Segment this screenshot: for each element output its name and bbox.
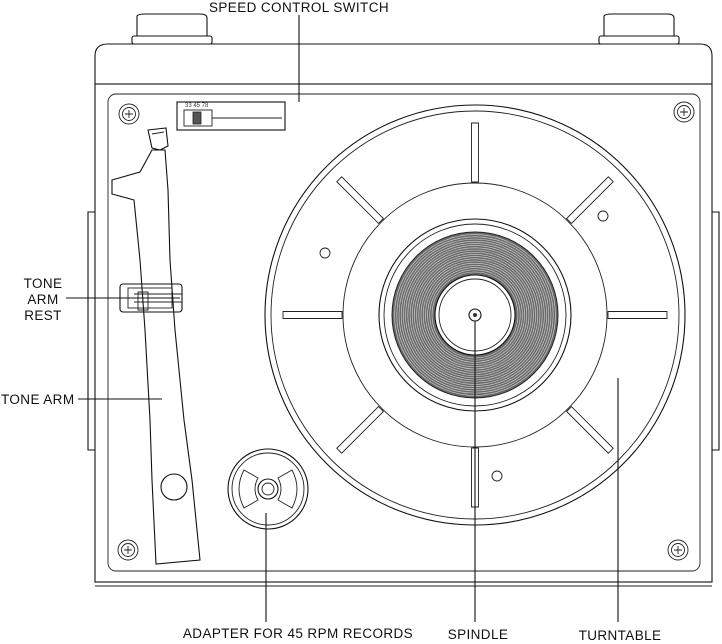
top-left-foot: [131, 13, 213, 45]
screw-icon: [117, 539, 139, 561]
screw-icon: [673, 101, 695, 123]
leader-lines: [66, 15, 619, 622]
label-tone-arm-rest-3: REST: [24, 308, 62, 323]
screw-icon: [118, 103, 140, 125]
platter-slot: [336, 176, 385, 225]
label-tone-arm-rest-2: ARM: [27, 292, 58, 307]
speed-control-switch[interactable]: 33 45 78: [176, 101, 286, 131]
screw-icon: [667, 539, 689, 561]
tone-arm: [111, 127, 201, 565]
label-tone-arm: TONE ARM: [1, 392, 74, 407]
platter-slot: [471, 122, 479, 183]
label-tone-arm-rest-1: TONE: [24, 276, 63, 291]
platter-slot: [282, 311, 343, 319]
spindle: [468, 308, 482, 322]
switch-speed-marks: 33 45 78: [185, 103, 209, 109]
label-turntable: TURNTABLE: [579, 628, 662, 643]
label-spindle: SPINDLE: [448, 627, 509, 642]
platter-slot: [565, 176, 614, 225]
adapter-45-rpm: [227, 448, 309, 530]
corner-screws: [117, 101, 695, 561]
platter-slot: [336, 405, 385, 454]
platter-slot: [565, 405, 614, 454]
platter-slot: [607, 311, 668, 319]
housing: [87, 43, 720, 587]
platter-slot: [471, 447, 479, 508]
top-right-foot: [598, 13, 680, 45]
label-adapter: ADAPTER FOR 45 RPM RECORDS: [183, 626, 413, 641]
label-speed-control-switch: SPEED CONTROL SWITCH: [209, 0, 389, 15]
